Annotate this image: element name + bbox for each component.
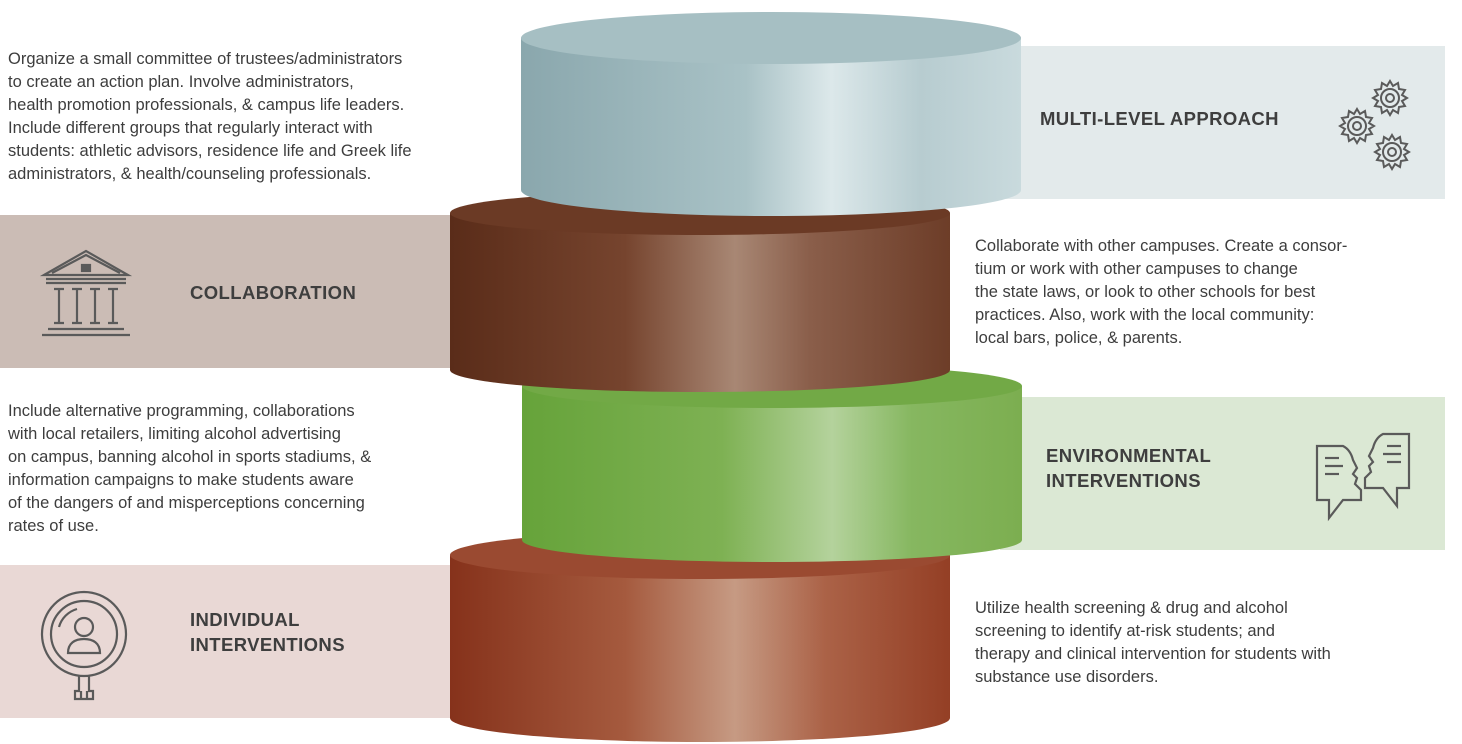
dialogue-heads-icon [1315, 432, 1411, 522]
individual-description: Utilize health screening & drug and alco… [975, 599, 1331, 686]
collaboration-label: COLLABORATION [190, 282, 357, 303]
tier-blue-cylinder [521, 12, 1021, 216]
tier-brown-cylinder [450, 191, 950, 392]
tier-green-cylinder [522, 364, 1022, 562]
magnified-person-icon [40, 590, 128, 701]
collaboration-description: Collaborate with other campuses. Create … [975, 237, 1348, 347]
multilevel-description: Organize a small committee of trustees/a… [8, 50, 412, 183]
environmental-description: Include alternative programming, collabo… [8, 402, 372, 535]
environmental-label: ENVIRONMENTAL INTERVENTIONS [1046, 445, 1212, 491]
multilevel-label: MULTI-LEVEL APPROACH [1040, 108, 1279, 129]
individual-band [0, 565, 470, 718]
institution-building-icon [39, 249, 133, 337]
collaboration-band [0, 215, 470, 368]
individual-label: INDIVIDUAL INTERVENTIONS [190, 609, 345, 655]
gears-icon [1338, 79, 1411, 171]
tier-rust-cylinder [450, 531, 950, 742]
multilevel-band [1000, 46, 1445, 199]
